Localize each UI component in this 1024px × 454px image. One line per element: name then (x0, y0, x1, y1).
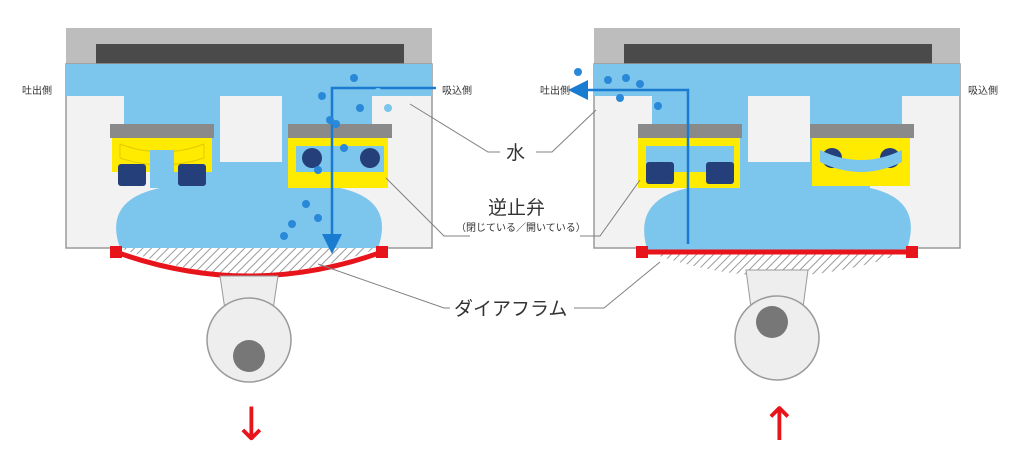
right-chamber-gap (748, 96, 810, 162)
water-label: 水 (506, 142, 525, 164)
left-chamber-gap (220, 96, 282, 162)
water-callout-line-right (536, 109, 597, 153)
left-top-plate-inner (96, 44, 404, 64)
check-valve-note: （閉じている／開いている） (456, 222, 586, 234)
diaphragm-callout-line-left (317, 263, 450, 309)
right-diaphragm-clamp-l (636, 246, 648, 258)
callouts (317, 103, 661, 309)
right-diaphragm-swept-area (648, 252, 906, 276)
left-crank-hub (233, 340, 265, 372)
left-diaphragm-clamp-r (376, 246, 388, 258)
check-valve-callout-line-right (580, 179, 641, 237)
left-outlet-label: 吐出側 (22, 84, 52, 97)
right-flow-arrow (568, 80, 690, 244)
water-callout-line-left (409, 103, 500, 153)
right-outlet-check-valve (638, 124, 742, 188)
right-pump: 吐出側 吸込側 ↑ (540, 28, 998, 451)
right-inlet-label: 吸込側 (968, 84, 998, 97)
left-diaphragm-clamp-l (110, 246, 122, 258)
right-top-plate-inner (624, 44, 932, 64)
left-inlet-label: 吸込側 (442, 84, 472, 97)
left-droplets (280, 72, 408, 240)
right-crank-hub (756, 306, 788, 338)
diaphragm-callout-line-right (574, 261, 661, 309)
left-outlet-check-valve (110, 124, 214, 188)
right-inlet-check-valve (810, 124, 914, 186)
right-crank-wheel (734, 295, 820, 381)
right-droplets (574, 68, 662, 110)
left-inlet-check-valve (288, 124, 392, 188)
left-pump: 吐出側 吸込側 ↓ (22, 28, 472, 451)
right-outlet-label: 吐出側 (540, 84, 570, 97)
left-flow-arrow (322, 86, 436, 254)
right-motion-arrow: ↑ (760, 397, 799, 451)
right-diaphragm-clamp-r (906, 246, 918, 258)
check-valve-label: 逆止弁 (488, 197, 545, 219)
left-motion-arrow: ↓ (232, 397, 271, 451)
check-valve-callout-line-left (385, 177, 470, 237)
diaphragm-label: ダイアフラム (454, 298, 567, 320)
